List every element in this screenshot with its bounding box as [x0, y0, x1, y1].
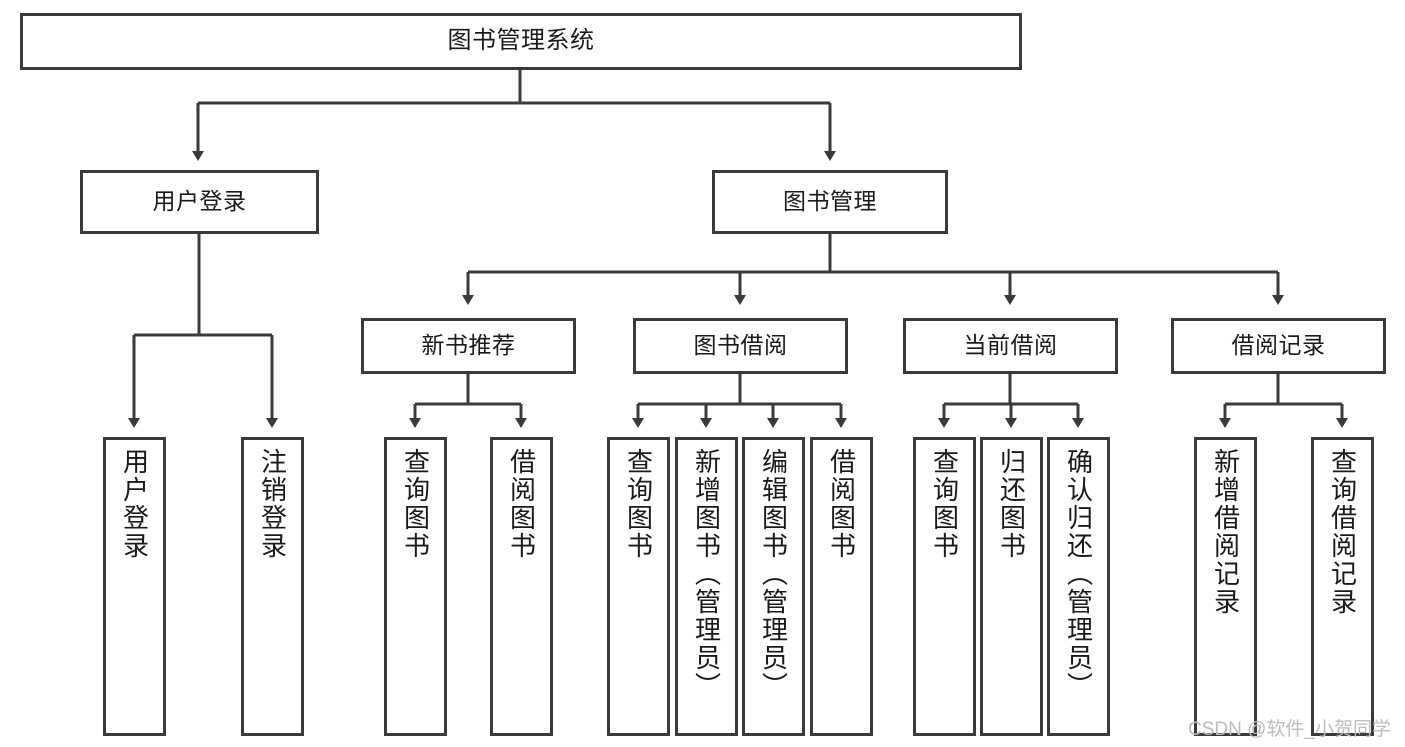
node-label: 图书管理系统: [447, 27, 595, 55]
node-label: 当前借阅: [963, 332, 1058, 359]
node-label: 查询图书: [400, 448, 431, 560]
node-label: 查询借阅记录: [1327, 448, 1358, 616]
node-label: 查询图书: [929, 448, 960, 560]
node-label: 用户登录: [119, 448, 150, 560]
node-label: 借阅记录: [1231, 332, 1326, 359]
node-label: 查询图书: [623, 448, 654, 560]
node-label: 借阅图书: [506, 448, 537, 560]
leaf-query-books-current[interactable]: 查询图书: [913, 437, 976, 736]
node-label: 注销登录: [257, 448, 288, 560]
node-label: 确认归还（管理员）: [1063, 448, 1094, 700]
leaf-edit-book-admin[interactable]: 编辑图书（管理员）: [742, 437, 805, 736]
leaf-query-books-borrow[interactable]: 查询图书: [607, 437, 670, 736]
leaf-borrow-books[interactable]: 借阅图书: [810, 437, 873, 736]
node-new-book-recommendation[interactable]: 新书推荐: [361, 318, 576, 374]
node-label: 用户登录: [152, 188, 247, 215]
node-root-book-management-system[interactable]: 图书管理系统: [20, 13, 1022, 70]
node-label: 图书管理: [783, 188, 877, 215]
leaf-confirm-return-admin[interactable]: 确认归还（管理员）: [1047, 437, 1110, 736]
node-label: 新书推荐: [421, 332, 516, 359]
leaf-logout[interactable]: 注销登录: [241, 437, 304, 736]
leaf-return-books[interactable]: 归还图书: [980, 437, 1043, 736]
node-current-borrowing[interactable]: 当前借阅: [903, 318, 1118, 374]
node-label: 归还图书: [996, 448, 1027, 560]
node-label: 新增借阅记录: [1210, 448, 1241, 616]
leaf-borrow-books-new[interactable]: 借阅图书: [490, 437, 553, 736]
leaf-query-borrow-record[interactable]: 查询借阅记录: [1311, 437, 1374, 736]
leaf-query-books-new[interactable]: 查询图书: [384, 437, 447, 736]
leaf-user-login[interactable]: 用户登录: [103, 437, 166, 736]
node-user-login[interactable]: 用户登录: [80, 170, 319, 234]
node-book-management[interactable]: 图书管理: [712, 170, 948, 234]
node-label: 编辑图书（管理员）: [758, 448, 789, 700]
node-borrow-records[interactable]: 借阅记录: [1171, 318, 1386, 374]
leaf-add-book-admin[interactable]: 新增图书（管理员）: [675, 437, 738, 736]
leaf-add-borrow-record[interactable]: 新增借阅记录: [1194, 437, 1257, 736]
node-label: 借阅图书: [826, 448, 857, 560]
node-label: 图书借阅: [693, 332, 788, 359]
node-label: 新增图书（管理员）: [691, 448, 722, 700]
node-book-borrowing[interactable]: 图书借阅: [633, 318, 848, 374]
